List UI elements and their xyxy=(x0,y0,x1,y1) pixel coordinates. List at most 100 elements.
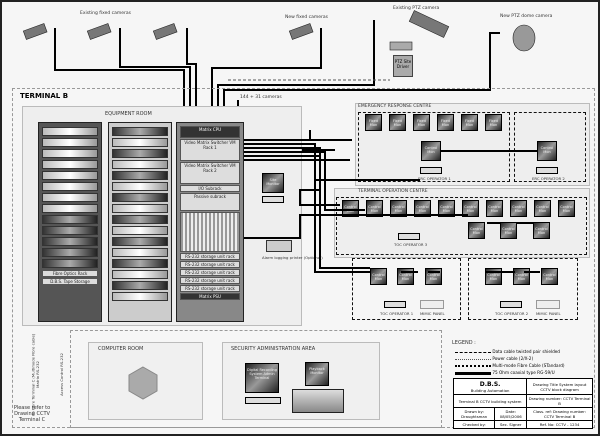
monitor: Control Mon xyxy=(390,200,407,217)
erc-operator-1-zone xyxy=(358,112,510,182)
legend-item: Data cable twisted pair shielded xyxy=(455,348,565,355)
matrix-cpu: Matrix CPU xyxy=(180,126,240,138)
monitor: Control Mon xyxy=(462,200,479,217)
playback-monitor: Playback Monitor xyxy=(305,362,329,386)
ptz-site-driver: PTZ Site Driver xyxy=(393,55,413,77)
monitor: Control Mon xyxy=(438,200,455,217)
site-monitor: Site Monitor xyxy=(262,173,284,193)
storage-rack: RS-232 storage unit rack xyxy=(180,285,240,292)
keyboard-icon xyxy=(420,167,442,174)
monitor: Control Mon xyxy=(541,268,558,285)
monitor: Control Mon xyxy=(534,200,551,217)
fixed-monitor: Fixed Mon xyxy=(461,114,478,131)
toc-zone xyxy=(336,197,587,255)
matrix-rack: Matrix CPU Video Matrix Switcher VM Rack… xyxy=(176,122,244,322)
toc-op3-label: TOC OPERATOR 3 xyxy=(394,242,428,247)
control-monitor: Control Mon xyxy=(537,141,557,161)
tape-storage-label: D.B.S. Tape Storage xyxy=(42,278,98,285)
network-hexagon-icon xyxy=(128,366,158,400)
toc-monitor-wall: Control Mon Control Mon Control Mon Control… xyxy=(342,200,575,217)
storage-rack: RS-232 storage unit rack xyxy=(180,277,240,284)
toc-operator-2-zone xyxy=(468,258,578,320)
legend-title: LEGEND : xyxy=(452,340,476,346)
fixed-monitor: Fixed Mon xyxy=(413,114,430,131)
printer-label: Alarm logging printer (Optional) xyxy=(262,255,323,260)
lower-area xyxy=(70,330,442,428)
equipment-room-title: EQUIPMENT ROOM xyxy=(105,111,152,117)
erc-op1-label: ERC OPERATOR 1 xyxy=(418,176,451,181)
monitor: Control Mon xyxy=(370,268,387,285)
storage-rack: RS-232 storage unit rack xyxy=(180,269,240,276)
fixed-monitor: Fixed Mon xyxy=(365,114,382,131)
video-switcher-2: Video Matrix Switcher VM Rack 2 xyxy=(180,162,240,184)
passive-subrack: Passive subrack xyxy=(180,193,240,211)
camera-count-note: 144 + 31 cameras xyxy=(240,95,282,100)
computer-room-title: COMPUTER ROOM xyxy=(98,346,144,352)
monitor: Control Mon xyxy=(366,200,383,217)
storage-rack: RS-232 storage unit rack xyxy=(180,261,240,268)
fixed-camera-icon xyxy=(86,23,112,40)
erc-operator-2-zone xyxy=(514,112,586,182)
monitor: Control Mon xyxy=(414,200,431,217)
new-ptz-label: New PTZ dome camera xyxy=(500,14,553,19)
monitor: Control Mon xyxy=(510,200,527,217)
recorder-unit-icon xyxy=(292,389,344,413)
erc-op2-label: ERC OPERATOR 2 xyxy=(532,176,565,181)
terminal-title: TERMINAL B xyxy=(20,92,69,100)
video-switcher-1: Video Matrix Switcher VM Rack 1 xyxy=(180,139,240,161)
erc-title: EMERGENCY RESPONSE CENTRE xyxy=(358,104,432,109)
ptz-camera-icon xyxy=(408,10,450,38)
coax-cabling xyxy=(244,130,540,273)
toc-title: TERMINAL OPERATION CENTRE xyxy=(358,189,428,194)
printer-icon xyxy=(266,240,292,252)
storage-rack: RS-232 storage unit rack xyxy=(180,253,240,260)
security-admin-title: SECURITY ADMINISTRATION AREA xyxy=(231,346,316,352)
legend-item: Power cable (2/X-2) xyxy=(455,355,565,362)
monitor: Control Mon xyxy=(342,200,359,217)
mimic-panel-label: MIMIC PANEL xyxy=(420,311,445,316)
fibre-rack: Fibre Optics Rack D.B.S. Tape Storage xyxy=(38,122,102,322)
existing-fixed-cameras-label: Existing fixed cameras xyxy=(80,11,132,16)
mimic-panel-icon xyxy=(420,300,444,309)
fixed-monitor: Fixed Mon xyxy=(437,114,454,131)
fixed-monitor: Fixed Mon xyxy=(389,114,406,131)
keyboard-icon xyxy=(500,301,522,308)
logo: D.B.S. xyxy=(479,380,501,388)
fixed-monitor: Fixed Mon xyxy=(485,114,502,131)
fixed-camera-icon xyxy=(152,23,178,40)
legend: Data cable twisted pair shielded Power c… xyxy=(455,348,565,376)
legend-item: Multi-mode Fibre Cable (STandard) xyxy=(455,362,565,369)
access-control-note: Access Control RS-232 xyxy=(58,353,64,396)
fibre-optics-rack-label: Fibre Optics Rack xyxy=(42,270,98,277)
matrix-rs232-note: Matrix RS-232 xyxy=(34,361,40,388)
fixed-camera-icon xyxy=(288,23,314,40)
monitor: Control Mon xyxy=(468,222,485,239)
drawing-title: Drawing Title System layout CCTV block d… xyxy=(526,378,593,395)
io-subrack: I/O Subrack xyxy=(180,185,240,192)
legend-item: 75 Ohm coaxial type RG-59/U xyxy=(455,369,565,376)
toc-op2-label: TOC OPERATOR 2 xyxy=(495,311,529,316)
mimic-panel-icon xyxy=(536,300,560,309)
keyboard-icon xyxy=(245,397,281,404)
monitor: Control Mon xyxy=(500,222,517,239)
new-fixed-cameras-label: New fixed cameras xyxy=(285,15,328,20)
admin-workstation: Digital Recording System Admin Terminal xyxy=(245,363,279,393)
refer-drawing-note: Please refer to Drawing CCTV Terminal C xyxy=(13,405,51,423)
dome-camera-icon xyxy=(512,24,536,52)
mimic-panel-label: MIMIC PANEL xyxy=(536,311,561,316)
monitor: Control Mon xyxy=(533,222,550,239)
monitor: Control Mon xyxy=(558,200,575,217)
keyboard-icon xyxy=(536,167,558,174)
existing-ptz-label: Existing PTZ camera xyxy=(393,6,440,11)
matrix-psu: Matrix PSU xyxy=(180,293,240,300)
left-note: To Fibre Terminal C (Multimode Fibre cab… xyxy=(10,334,70,416)
fixed-camera-icon xyxy=(22,23,48,40)
toc-operator-1-zone xyxy=(352,258,461,320)
keyboard-icon xyxy=(262,196,284,203)
recorder-rack xyxy=(108,122,172,322)
toc-op1-label: TOC OPERATOR 1 xyxy=(380,311,414,316)
keyboard-icon xyxy=(398,233,420,240)
keyboard-icon xyxy=(384,301,406,308)
monitor: Control Mon xyxy=(486,200,503,217)
